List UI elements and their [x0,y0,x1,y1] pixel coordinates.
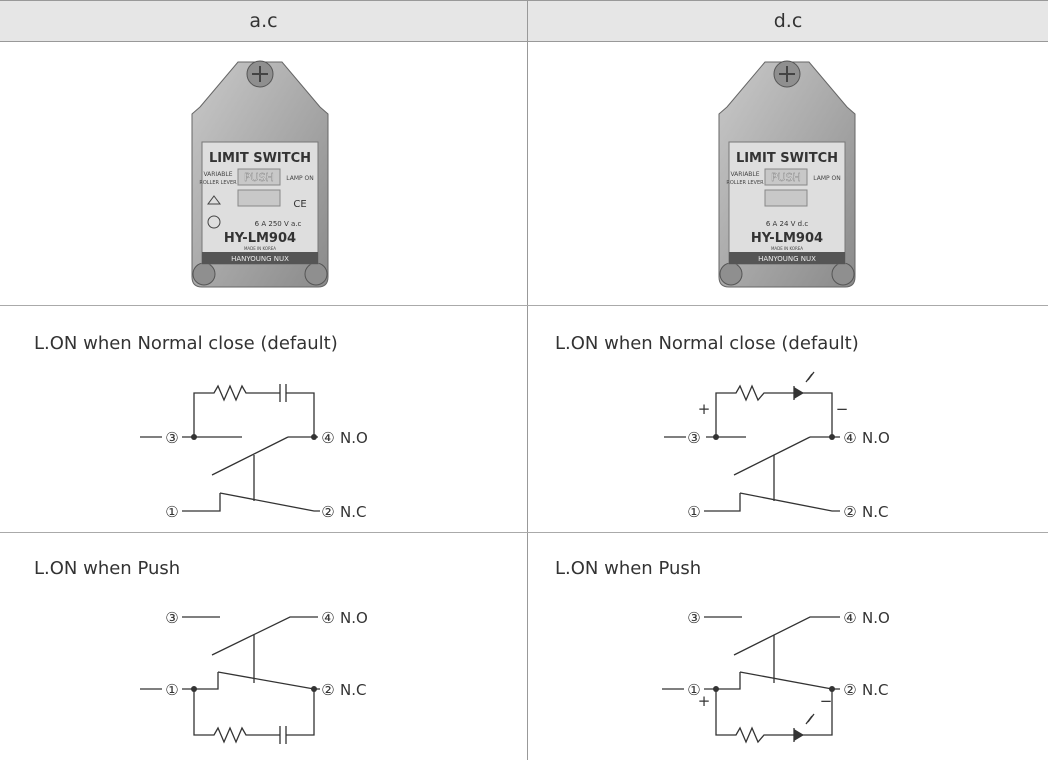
lamp-on-label-dc: LAMP ON [813,175,841,182]
lamp-on-label-ac: LAMP ON [286,175,314,182]
minus-sign: − [820,692,833,710]
caption-nc-ac: L.ON when Normal close (default) [34,333,338,354]
row-divider-2 [0,532,1048,533]
terminal-2: ② [321,503,334,521]
junction-dot [713,686,719,692]
brand-dc: HANYOUNG NUX [758,255,816,263]
terminal-3: ③ [165,609,178,627]
rating-dc: 6 A 24 V d.c [766,220,809,228]
push-label-dc: PUSH [771,171,801,184]
plus-sign: + [698,692,711,710]
junction-dot [829,686,835,692]
limit-switch-dc-image: LIMIT SWITCH VARIABLE ROLLER LEVER PUSH … [718,60,856,288]
circuit-nc-dc: + − ③ ④ N.O ① ② N.C [664,371,890,521]
header-ac: a.c [0,0,527,42]
junction-dot [311,686,317,692]
terminal-2: ② [843,681,856,699]
caption-push-dc: L.ON when Push [555,558,702,579]
terminal-4: ④ [321,609,334,627]
terminal-1: ① [687,503,700,521]
model-ac: HY-LM904 [224,231,296,246]
terminal-4: ④ [843,609,856,627]
limit-switch-ac-image: LIMIT SWITCH VARIABLE ROLLER LEVER PUSH … [191,60,329,288]
header-dc-label: d.c [773,10,803,32]
no-label: N.O [340,609,368,627]
variable-label-dc: VARIABLE [730,171,759,178]
led-diode-icon [794,387,804,399]
ce-mark-ac: CE [293,199,306,210]
no-label: N.O [340,429,368,447]
terminal-4: ④ [321,429,334,447]
row-divider-1 [0,305,1048,306]
header-dc: d.c [528,0,1048,42]
header-ac-label: a.c [249,10,278,32]
no-label: N.O [862,609,890,627]
plus-sign: + [698,400,711,418]
junction-dot [713,434,719,440]
terminal-2: ② [321,681,334,699]
roller-lever-label-dc: ROLLER LEVER [726,180,764,186]
circuit-nc-ac: ③ ④ N.O ① ② N.C [140,384,368,521]
column-divider [527,0,528,760]
nc-label: N.C [340,503,366,521]
rating-ac: 6 A 250 V a.c [255,220,302,228]
product-title-ac: LIMIT SWITCH [209,151,311,166]
circuit-push-ac: ③ ④ N.O ① ② N.C [140,609,368,744]
caption-push-ac: L.ON when Push [34,558,181,579]
made-in-ac: MADE IN KOREA [244,246,276,251]
minus-sign: − [836,400,849,418]
terminal-1: ① [165,503,178,521]
product-title-dc: LIMIT SWITCH [736,151,838,166]
terminal-3: ③ [687,429,700,447]
terminal-2: ② [843,503,856,521]
nc-label: N.C [340,681,366,699]
caption-nc-dc: L.ON when Normal close (default) [555,333,859,354]
junction-dot [191,686,197,692]
junction-dot [311,434,317,440]
terminal-4: ④ [843,429,856,447]
made-in-dc: MADE IN KOREA [771,246,803,251]
terminal-3: ③ [165,429,178,447]
variable-label-ac: VARIABLE [203,171,232,178]
led-diode-icon [794,729,804,741]
nc-label: N.C [862,503,888,521]
model-dc: HY-LM904 [751,231,823,246]
nc-label: N.C [862,681,888,699]
roller-lever-label-ac: ROLLER LEVER [199,180,237,186]
junction-dot [191,434,197,440]
terminal-3: ③ [687,609,700,627]
circuit-push-dc: + − ③ ④ N.O ① ② N.C [662,609,890,744]
terminal-1: ① [687,681,700,699]
no-label: N.O [862,429,890,447]
push-label-ac: PUSH [244,171,274,184]
brand-ac: HANYOUNG NUX [231,255,289,263]
terminal-1: ① [165,681,178,699]
junction-dot [829,434,835,440]
